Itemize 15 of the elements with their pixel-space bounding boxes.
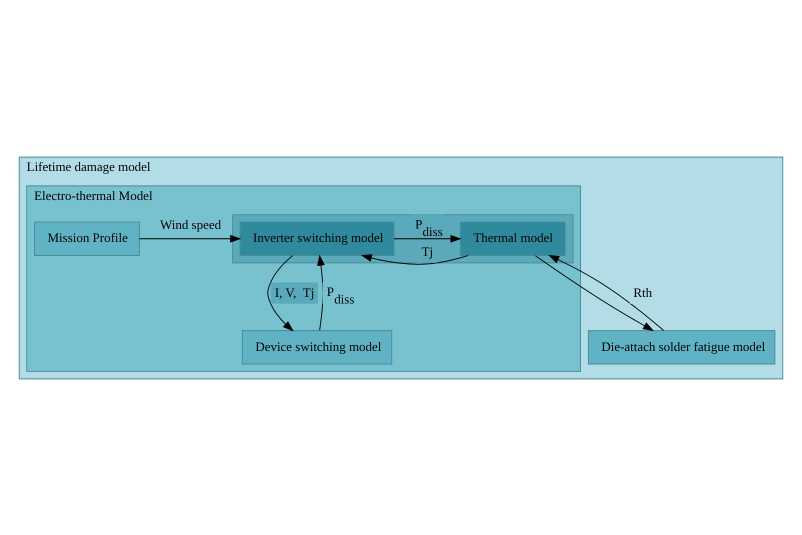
edge-label: Tj [422,244,434,259]
arrow [394,234,462,242]
arrow [139,234,242,242]
edge-label: I, V, Tj [274,284,314,300]
arrow [548,254,664,330]
node-box: Device switching model [242,330,392,364]
arrow [534,254,654,331]
node-box: Die-attach solder fatigue model [588,330,776,364]
edge-label: Wind speed [160,216,222,232]
node-box: Thermal model [460,221,566,256]
node-box: Inverter switching model [240,221,394,256]
arrow [360,254,468,264]
edge-label: Rth [633,284,652,300]
node-box: Mission Profile [34,221,140,256]
arrow [267,254,294,331]
